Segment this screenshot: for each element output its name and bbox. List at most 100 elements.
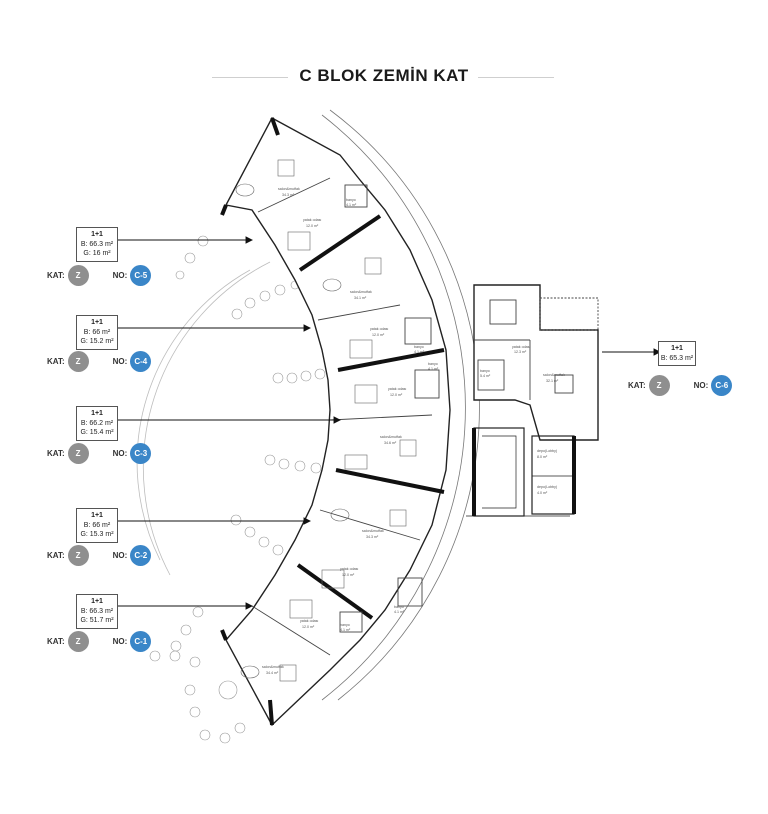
room-label: banyo <box>394 605 404 609</box>
unit-type: 1+1 <box>671 345 683 352</box>
room-area: 12.0 m² <box>306 224 319 228</box>
room-label: banyo <box>428 362 438 366</box>
unit-tag-c4: KAT: Z NO: C-4 <box>47 350 152 372</box>
room-area: 34.4 m² <box>266 671 279 675</box>
unit-info-c5: 1+1 B: 66.3 m² G: 16 m² <box>76 227 118 262</box>
unit-area-b: B: 66.2 m² <box>80 419 114 427</box>
room-labels: salon&mutfak 34.3 m² yatak odası 12.0 m²… <box>262 187 565 675</box>
furniture <box>235 159 417 682</box>
room-label: yatak odası <box>303 218 321 222</box>
no-label: NO: <box>112 636 128 646</box>
room-area: 12.0 m² <box>372 333 385 337</box>
room-area: 32.1 m² <box>546 379 559 383</box>
unit-area-g: G: 51.7 m² <box>80 617 114 624</box>
kat-badge: Z <box>67 630 89 652</box>
room-label: salon&mutfak <box>362 529 384 533</box>
room-area: 4.1 m² <box>346 203 357 207</box>
unit-info-c6: 1+1 B: 65.3 m² <box>658 341 696 366</box>
room-label: banyo <box>346 198 356 202</box>
kat-badge: Z <box>67 264 89 286</box>
room-area: 8.0 m² <box>537 455 548 459</box>
unit-type: 1+1 <box>91 512 103 519</box>
room-area: 4.1 m² <box>340 628 351 632</box>
room-label: banyo <box>480 369 490 373</box>
unit-tag-c6: KAT: Z NO: C-6 <box>628 374 733 396</box>
room-area: 12.0 m² <box>302 625 315 629</box>
outer-ring <box>321 109 480 701</box>
unit-area-b: B: 65.3 m² <box>660 354 694 362</box>
title-bar: C BLOK ZEMİN KAT <box>0 64 768 92</box>
kat-badge: Z <box>648 374 670 396</box>
room-label: salon&mutfak <box>278 187 300 191</box>
party-walls <box>220 117 445 726</box>
unit-area-b: B: 66 m² <box>83 521 111 529</box>
kat-label: KAT: <box>47 550 65 560</box>
page-title: C BLOK ZEMİN KAT <box>299 66 469 85</box>
unit-number-badge[interactable]: C-3 <box>130 442 152 464</box>
unit-type: 1+1 <box>91 231 103 238</box>
title-rule-left <box>212 77 288 78</box>
no-label: NO: <box>112 550 128 560</box>
room-label: yatak odası <box>300 619 318 623</box>
room-label: salon&mutfak <box>543 373 565 377</box>
unit-info-c2: 1+1 B: 66 m² G: 15.3 m² <box>76 508 118 543</box>
c6-internal <box>474 297 599 400</box>
kat-label: KAT: <box>47 448 65 458</box>
room-label: yatak odası <box>388 387 406 391</box>
unit-area-g: G: 15.4 m² <box>80 429 114 436</box>
unit-tag-c5: KAT: Z NO: C-5 <box>47 264 152 286</box>
room-area: 12.0 m² <box>342 573 355 577</box>
unit-number-badge[interactable]: C-4 <box>130 350 152 372</box>
no-label: NO: <box>112 448 128 458</box>
unit-tag-c3: KAT: Z NO: C-3 <box>47 442 152 464</box>
kat-badge: Z <box>67 544 89 566</box>
title-rule-right <box>478 77 554 78</box>
unit-tag-c1: KAT: Z NO: C-1 <box>47 630 152 652</box>
room-area: 4.0 m² <box>537 491 548 495</box>
unit-info-c1: 1+1 B: 66.3 m² G: 51.7 m² <box>76 594 118 629</box>
room-label: yatak odası <box>512 345 530 349</box>
no-label: NO: <box>112 270 128 280</box>
unit-info-c3: 1+1 B: 66.2 m² G: 15.4 m² <box>76 406 118 441</box>
no-label: NO: <box>693 380 709 390</box>
unit-area-g: G: 16 m² <box>83 250 111 257</box>
room-label: yatak odası <box>370 327 388 331</box>
room-area: 4.1 m² <box>428 367 439 371</box>
unit-number-badge[interactable]: C-5 <box>130 264 152 286</box>
room-area: 34.3 m² <box>282 193 295 197</box>
kat-label: KAT: <box>47 270 65 280</box>
unit-number-badge[interactable]: C-6 <box>711 374 733 396</box>
landscape-arcs <box>136 261 271 576</box>
kat-badge: Z <box>67 442 89 464</box>
room-area: 5.4 m² <box>480 374 491 378</box>
unit-number-badge[interactable]: C-2 <box>130 544 152 566</box>
stair-walls <box>472 428 576 516</box>
room-label: depo(Lobby) <box>537 485 557 489</box>
leader-arrows <box>118 236 662 610</box>
internal-walls <box>251 177 440 656</box>
kat-badge: Z <box>67 350 89 372</box>
c6-block <box>473 284 599 441</box>
room-label: banyo <box>414 345 424 349</box>
room-area: 12.3 m² <box>514 350 527 354</box>
no-label: NO: <box>112 356 128 366</box>
unit-number-badge[interactable]: C-1 <box>130 630 152 652</box>
unit-area-g: G: 15.2 m² <box>80 338 114 345</box>
room-label: banyo <box>340 623 350 627</box>
room-area: 34.3 m² <box>366 535 379 539</box>
unit-tag-c2: KAT: Z NO: C-2 <box>47 544 152 566</box>
unit-type: 1+1 <box>91 319 103 326</box>
kat-label: KAT: <box>47 356 65 366</box>
room-area: 12.0 m² <box>390 393 403 397</box>
kat-label: KAT: <box>628 380 646 390</box>
room-label: salon&mutfak <box>380 435 402 439</box>
room-label: salon&mutfak <box>350 290 372 294</box>
unit-area-b: B: 66.3 m² <box>80 240 114 248</box>
stair-core <box>466 427 575 517</box>
unit-type: 1+1 <box>91 410 103 417</box>
room-label: depo(Lobby) <box>537 449 557 453</box>
room-area: 34.6 m² <box>384 441 397 445</box>
room-area: 34.1 m² <box>354 296 367 300</box>
room-label: salon&mutfak <box>262 665 284 669</box>
